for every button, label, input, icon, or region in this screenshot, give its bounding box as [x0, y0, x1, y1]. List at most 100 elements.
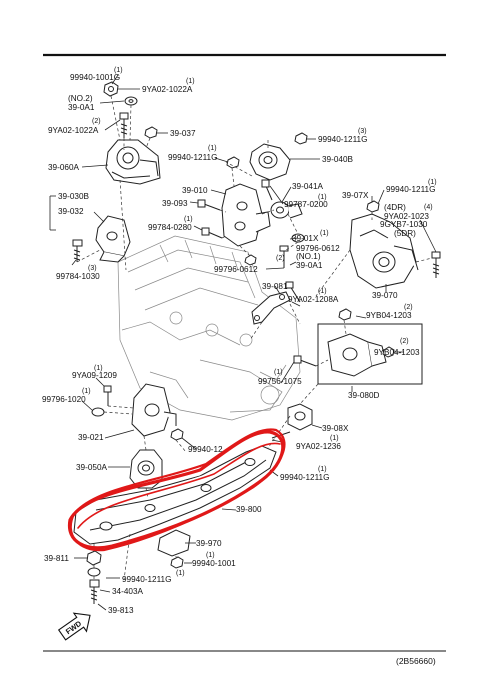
nut-99940-1001g-top — [103, 81, 119, 97]
engine-outline — [117, 235, 301, 421]
bolt-39-093 — [197, 199, 221, 211]
label-39-050a: 39-050A — [76, 463, 107, 472]
label-39-070: 39-070 — [372, 291, 398, 300]
label-99784-0280: 99784-0280 — [148, 223, 192, 232]
label-39-081: 39-081 — [262, 282, 288, 291]
label-qty: (1) — [318, 288, 327, 295]
bolt-99784-0280 — [201, 227, 223, 239]
label-39-07x: 39-07X — [342, 191, 369, 200]
label-qty: (1) — [208, 145, 217, 152]
stay-39-081 — [251, 291, 291, 325]
label-99796-0612-b: 99796-0612 — [296, 244, 340, 253]
label-99787-0200: 99787-0200 — [284, 200, 328, 209]
label-99940-1211g-lower: 99940-1211G — [280, 473, 329, 482]
bolt-9ya02-1022a-left — [119, 112, 129, 138]
mount-39-040b — [249, 143, 291, 181]
nut-99940-1211g-top-right — [294, 132, 308, 145]
label-39-093: 39-093 — [162, 199, 188, 208]
mount-39-070 — [349, 213, 419, 289]
label-99784-1030: 99784-1030 — [56, 272, 100, 281]
label-qty: (1) — [320, 230, 329, 237]
label-99940-1211g-mid: 99940-1211G — [168, 153, 217, 162]
diagram-code: (2B56660) — [396, 656, 436, 666]
nut-99940-1001-bot — [170, 556, 184, 569]
label-qty: (1) — [318, 194, 327, 201]
bolt-39-813 — [89, 579, 100, 604]
label-qty: (3) — [358, 128, 367, 135]
label-39-010: 39-010 — [182, 186, 208, 195]
label-no1: (NO.1) — [296, 252, 321, 261]
label-9ya02-1022a-left: 9YA02-1022A — [48, 126, 99, 135]
label-qty: (1) — [318, 466, 327, 473]
mount-39-021 — [131, 383, 177, 437]
label-39-813: 39-813 — [108, 606, 134, 615]
bracket-39-080d — [317, 323, 423, 385]
label-9ya02-1023: 9YA02-1023 — [384, 212, 429, 221]
assembly-dashed-lines — [76, 95, 433, 581]
part-labels: (1) 99940-1001G (1) 9YA02-1022A (NO.2) 3… — [42, 67, 437, 615]
label-9yb04-1203-b: 9YB04-1203 — [374, 348, 420, 357]
bushing-39-08x — [287, 403, 313, 431]
nut-99796-0612-a — [244, 254, 257, 266]
label-qty: (3) — [88, 265, 97, 272]
label-qty: (1) — [206, 552, 215, 559]
label-39-0a1-mid: 39-0A1 — [296, 261, 323, 270]
mount-39-060a — [105, 139, 161, 185]
nut-39-037 — [144, 126, 158, 139]
nut-39-07x — [366, 200, 380, 213]
label-qty: (2) — [404, 304, 413, 311]
label-no2: (NO.2) — [68, 94, 93, 103]
label-39-970: 39-970 — [196, 539, 222, 548]
label-99756-1075: 99756-1075 — [258, 377, 302, 386]
mount-39-041a — [270, 201, 303, 219]
washer-39-0a1-left — [124, 96, 138, 106]
label-qty: (4) — [424, 204, 433, 211]
bolt-99787-0200 — [261, 179, 273, 201]
nut-39-811 — [86, 550, 102, 566]
red-highlight-scribble — [67, 428, 286, 552]
label-qty: (2) — [92, 118, 101, 125]
label-39-040b: 39-040B — [322, 155, 353, 164]
label-39-800: 39-800 — [236, 505, 262, 514]
nut-99940-12x-mid — [170, 428, 184, 441]
bolt-99784-1030 — [72, 239, 83, 262]
label-99940-1001g-top: 99940-1001G — [70, 73, 120, 82]
label-99940-1211g-top-right: 99940-1211G — [318, 135, 367, 144]
label-qty: (1) — [176, 570, 185, 577]
label-39-041a: 39-041A — [292, 182, 323, 191]
label-99940-1211g-right: 99940-1211G — [386, 185, 435, 194]
bracket-39-010 — [221, 183, 271, 247]
label-99796-0612-a: 99796-0612 — [214, 265, 258, 274]
bolt-9ya09-1209 — [103, 385, 112, 406]
label-39-037: 39-037 — [170, 129, 196, 138]
washer-99796-1020 — [91, 407, 105, 417]
label-39-021: 39-021 — [78, 433, 104, 442]
bracket-39-970 — [157, 529, 191, 557]
label-qty: (1) — [186, 78, 195, 85]
label-qty: (1) — [82, 388, 91, 395]
label-qty: (1) — [184, 216, 193, 223]
label-34-403a: 34-403A — [112, 587, 143, 596]
label-39-08x: 39-08X — [322, 424, 349, 433]
label-99940-1001-bot: 99940-1001 — [192, 559, 236, 568]
label-9ya02-1208a: 9YA02-1208A — [288, 295, 339, 304]
label-qty: (1) — [94, 365, 103, 372]
label-39-0a1-left: 39-0A1 — [68, 103, 95, 112]
label-39-030b: 39-030B — [58, 192, 89, 201]
label-39-01x: 39-01X — [292, 234, 319, 243]
label-39-032: 39-032 — [58, 207, 84, 216]
label-9yb04-1203-a: 9YB04-1203 — [366, 311, 412, 320]
label-99796-1020: 99796-1020 — [42, 395, 86, 404]
label-39-811: 39-811 — [44, 554, 69, 563]
bolt-9ya02-1208a — [285, 281, 301, 303]
nut-9yb04-1203-b — [382, 346, 395, 358]
label-qty: (1) — [330, 435, 339, 442]
fwd-arrow: FWD — [57, 612, 91, 641]
bracket-39-030b — [95, 215, 131, 263]
label-qty: (1) — [114, 67, 123, 74]
label-9ya02-1236: 9YA02-1236 — [296, 442, 341, 451]
label-39-080d: 39-080D — [348, 391, 379, 400]
label-99940-1211g-bot: 99940-1211G — [122, 575, 171, 584]
label-9ya02-1022a-top: 9YA02-1022A — [142, 85, 193, 94]
label-qty: (2) — [400, 338, 409, 345]
